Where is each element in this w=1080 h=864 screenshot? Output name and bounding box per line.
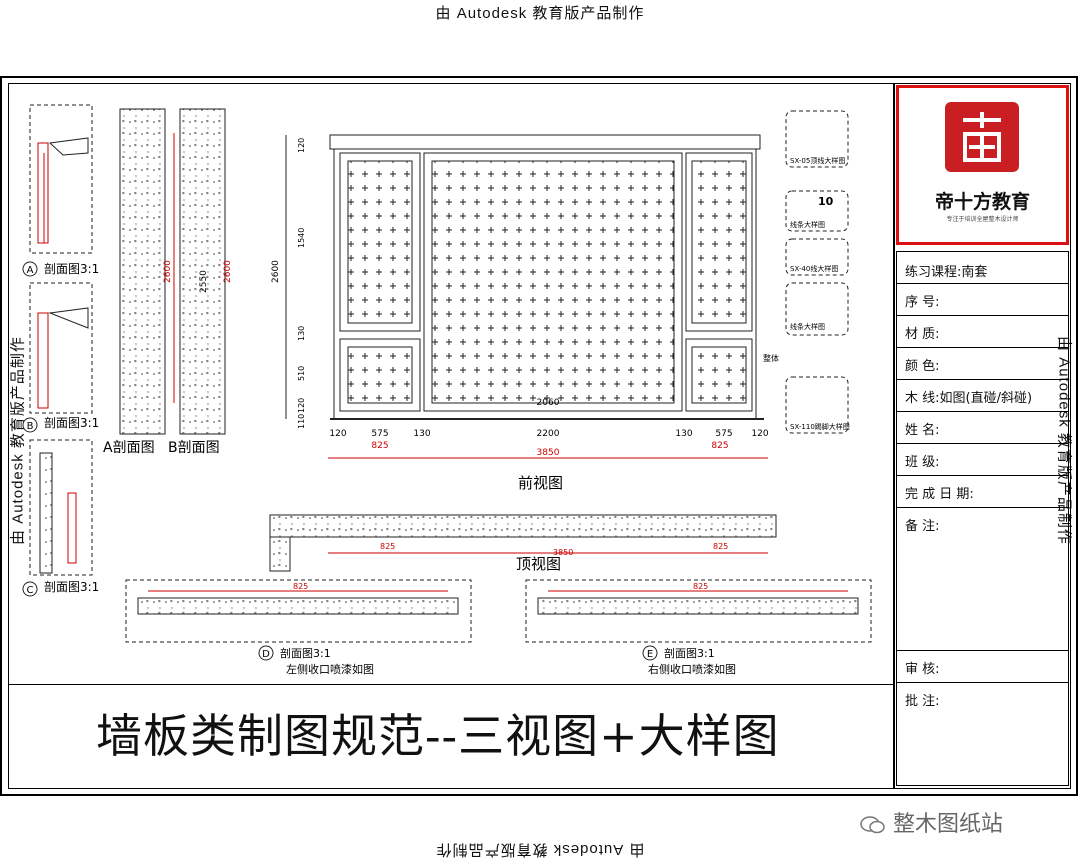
section-b-height: 2600 [223, 260, 233, 283]
front-view-title: 前视图 [518, 474, 563, 492]
detail-c-title: 剖面图3:1 [44, 580, 99, 594]
section-d-title: 剖面图3:1 [280, 646, 331, 660]
marker-a [22, 261, 38, 277]
drawing-title: 墙板类制图规范--三视图+大样图 [96, 709, 780, 763]
section-b-title: B剖面图 [168, 440, 220, 456]
field-color: 颜 色: [905, 359, 940, 374]
dim-right-stile: 130 [675, 429, 692, 439]
field-name: 姓 名: [905, 423, 940, 438]
info-table: 练习课程:南套 序 号: 材 质: 颜 色: 木 线:如图(直碰/斜碰) 姓 名… [896, 251, 1069, 786]
section-d [125, 579, 472, 643]
callout-detail-10: 10 [818, 195, 834, 208]
dim-left-edge: 120 [329, 429, 346, 439]
brand-tagline: 专注于培训全屋整木设计师 [946, 216, 1019, 223]
watermark-top: 由 Autodesk 教育版产品制作 [435, 5, 645, 22]
section-d-note: 左侧收口喷漆如图 [286, 662, 374, 676]
dim-v-rail: 130 [297, 326, 306, 341]
section-e [525, 579, 872, 643]
callout-detail-40-label: SX-40线大样图 [790, 264, 838, 273]
drawing-frame [0, 76, 1078, 796]
wechat-icon [860, 815, 886, 835]
drawing-canvas: A 剖面图3:1 B 剖面图3:1 C 剖面图3:1 2600 2600 255… [22, 104, 872, 676]
detail-a [29, 104, 93, 254]
top-dim-left: 825 [380, 542, 395, 551]
marker-e-label: E [647, 649, 653, 660]
field-date: 完 成 日 期: [905, 487, 974, 502]
marker-d-label: D [262, 649, 270, 660]
top-dim-right: 825 [713, 542, 728, 551]
front-view [329, 134, 764, 420]
field-material: 材 质: [905, 327, 940, 342]
title-block-panel [893, 83, 1071, 789]
field-class: 班 级: [905, 455, 940, 470]
dim-right-panel: 575 [715, 429, 732, 439]
callouts [785, 110, 849, 434]
detail-c [29, 439, 93, 576]
brand-seal-icon [945, 102, 1019, 172]
dim-v-base: 110 [297, 414, 306, 429]
section-d-dim: 825 [293, 582, 308, 591]
dim-v-upper: 1540 [297, 228, 306, 248]
dim-center-panel: 2200 [537, 429, 560, 439]
marker-c-label: C [27, 585, 34, 596]
title-bar [8, 684, 893, 789]
dim-v-bottom: 120 [297, 398, 306, 413]
top-dim-width: 3850 [553, 548, 573, 557]
field-remarks: 备 注: [905, 519, 940, 534]
marker-b-label: B [27, 421, 34, 432]
field-course: 练习课程:南套 [905, 265, 988, 280]
dim-inner-width: 2060 [537, 398, 560, 408]
section-e-title: 剖面图3:1 [664, 646, 715, 660]
dim-overall-height: 2600 [271, 260, 281, 283]
marker-d [258, 645, 274, 661]
section-a-height: 2600 [163, 260, 173, 283]
brand-name: 帝十方教育 [934, 191, 1030, 213]
detail-b-title: 剖面图3:1 [44, 416, 99, 430]
drawing-inner-frame [8, 83, 1071, 789]
dim-right-edge: 120 [751, 429, 768, 439]
marker-a-label: A [27, 265, 34, 276]
section-b-height-inner: 2550 [199, 270, 209, 293]
top-view-title: 顶视图 [516, 555, 561, 573]
detail-b [29, 282, 93, 414]
section-b-body [179, 108, 226, 435]
footer-brand: 整木图纸站 [860, 806, 1003, 838]
dim-overall-width: 3850 [537, 448, 560, 458]
callout-detail-10-label: 线条大样图 [790, 220, 825, 229]
field-molding: 木 线:如图(直碰/斜碰) [905, 391, 1033, 406]
dim-left-stile: 130 [413, 429, 430, 439]
dim-right-total: 825 [711, 441, 728, 451]
section-e-dim: 825 [693, 582, 708, 591]
section-e-note: 右侧收口喷漆如图 [648, 662, 736, 676]
field-review: 审 核: [905, 662, 940, 677]
marker-b [22, 417, 38, 433]
dim-v-top: 120 [297, 138, 306, 153]
top-view [269, 514, 777, 572]
callout-baseboard-label: SX-110踢脚大样图 [790, 422, 850, 431]
footer-brand-text: 整木图纸站 [893, 812, 1004, 837]
dim-left-total: 825 [371, 441, 388, 451]
callout-panel-note: 整体 [763, 353, 779, 363]
marker-c [22, 581, 38, 597]
callout-detail-80-label: 线条大样图 [790, 322, 825, 331]
watermark-bottom: 由 Autodesk 教育版产品制作 [435, 841, 645, 858]
callout-cornice: SX-05顶线大样图 [790, 156, 845, 165]
marker-e [642, 645, 658, 661]
dim-v-lower: 510 [297, 366, 306, 381]
detail-a-title: 剖面图3:1 [44, 262, 99, 276]
field-approve: 批 注: [905, 694, 940, 709]
section-a-body [119, 108, 166, 435]
field-serial: 序 号: [905, 295, 940, 310]
section-a-title: A剖面图 [103, 440, 155, 456]
dim-left-panel: 575 [371, 429, 388, 439]
